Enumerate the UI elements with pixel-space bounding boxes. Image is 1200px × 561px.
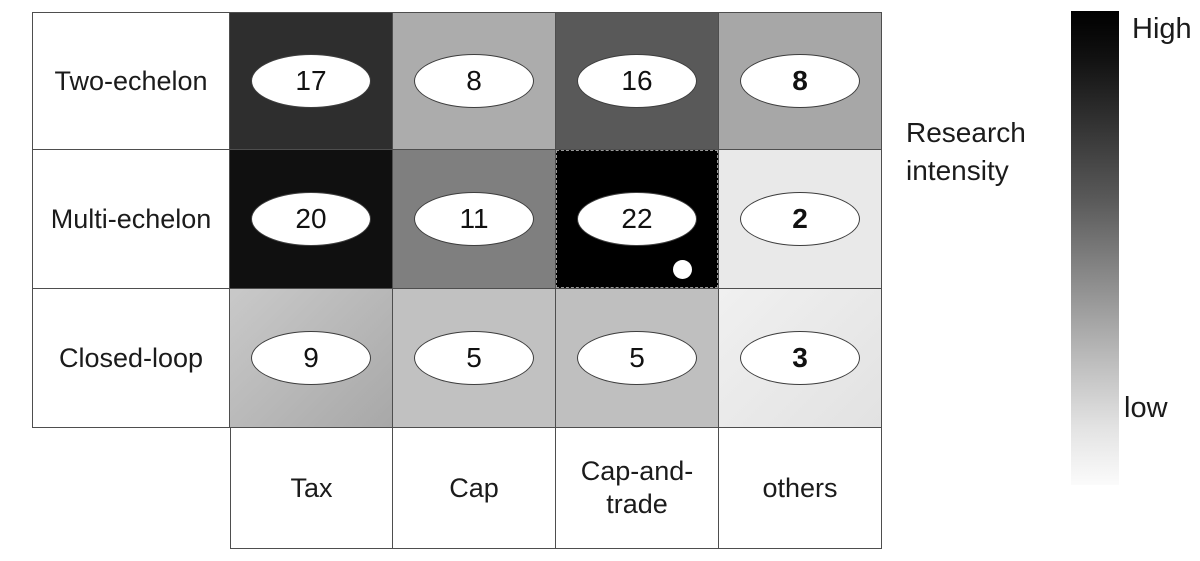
row-label-multi-echelon: Multi-echelon xyxy=(32,150,230,289)
value-ellipse: 11 xyxy=(414,192,534,246)
heatmap-cell-multi-echelon-others: 2 xyxy=(719,150,882,289)
row-label-two-echelon: Two-echelon xyxy=(32,12,230,150)
white-dot-marker xyxy=(673,260,692,279)
heatmap-cell-multi-echelon-tax: 20 xyxy=(230,150,393,289)
value-ellipse: 16 xyxy=(577,54,697,108)
heatmap-cell-two-echelon-cap-and-trade: 16 xyxy=(556,12,719,150)
heatmap-cell-closed-loop-others: 3 xyxy=(719,289,882,428)
col-label-cap: Cap xyxy=(393,428,556,549)
heatmap-cell-multi-echelon-cap-and-trade: 22 xyxy=(556,150,719,289)
legend-low-label: low xyxy=(1124,392,1168,424)
heatmap-cell-closed-loop-cap: 5 xyxy=(393,289,556,428)
value-ellipse: 8 xyxy=(414,54,534,108)
heatmap-table: Two-echelon 17 8 16 8 Multi-echelon 20 1… xyxy=(32,12,882,549)
value-ellipse: 2 xyxy=(740,192,860,246)
value-ellipse: 8 xyxy=(740,54,860,108)
col-label-others: others xyxy=(719,428,882,549)
value-ellipse: 5 xyxy=(414,331,534,385)
value-ellipse: 22 xyxy=(577,192,697,246)
col-label-cap-and-trade: Cap-and-trade xyxy=(556,428,719,549)
heatmap-cell-closed-loop-tax: 9 xyxy=(230,289,393,428)
legend-title: Research intensity xyxy=(906,117,1026,186)
value-ellipse: 17 xyxy=(251,54,371,108)
heatmap-cell-two-echelon-others: 8 xyxy=(719,12,882,150)
heatmap-cell-two-echelon-cap: 8 xyxy=(393,12,556,150)
col-label-tax: Tax xyxy=(230,428,393,549)
legend-high-label: High xyxy=(1132,13,1192,45)
heatmap-cell-two-echelon-tax: 17 xyxy=(230,12,393,150)
value-ellipse: 5 xyxy=(577,331,697,385)
value-ellipse: 9 xyxy=(251,331,371,385)
heatmap-cell-multi-echelon-cap: 11 xyxy=(393,150,556,289)
value-ellipse: 20 xyxy=(251,192,371,246)
value-ellipse: 3 xyxy=(740,331,860,385)
empty-corner xyxy=(32,428,230,549)
legend-gradient-bar xyxy=(1071,11,1119,485)
row-label-closed-loop: Closed-loop xyxy=(32,289,230,428)
heatmap-cell-closed-loop-cap-and-trade: 5 xyxy=(556,289,719,428)
